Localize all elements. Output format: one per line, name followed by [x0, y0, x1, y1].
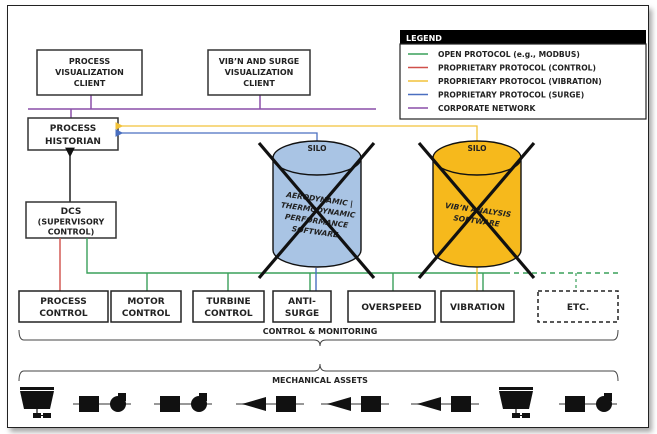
mechanical-assets-label: MECHANICAL ASSETS — [272, 376, 368, 385]
legend-item: PROPRIETARY PROTOCOL (CONTROL) — [408, 64, 596, 73]
anti-surge-box[interactable]: ANTI-SURGE — [272, 290, 332, 323]
legend: LEGEND OPEN PROTOCOL (e.g., MODBUS) PROPR… — [399, 30, 647, 120]
etc-box[interactable]: ETC. — [537, 290, 619, 323]
compressor-motor-icon — [321, 396, 389, 412]
controller-label: VIBRATION — [450, 303, 505, 313]
legend-label: OPEN PROTOCOL (e.g., MODBUS) — [438, 50, 580, 59]
legend-label: PROPRIETARY PROTOCOL (CONTROL) — [438, 64, 596, 73]
silo-header: SILO — [307, 144, 326, 153]
silo-header: SILO — [467, 144, 486, 153]
controller-label: ETC. — [567, 303, 589, 313]
vibration-box[interactable]: VIBRATION — [440, 290, 515, 323]
legend-label: CORPORATE NETWORK — [438, 104, 536, 113]
legend-item: PROPRIETARY PROTOCOL (VIBRATION) — [408, 77, 602, 86]
mill-icon — [499, 387, 533, 418]
legend-label: PROPRIETARY PROTOCOL (VIBRATION) — [438, 77, 602, 86]
motor-pump-icon — [73, 393, 131, 412]
controller-label: ANTI-SURGE — [285, 297, 319, 319]
surge-protocol-link-historian — [115, 129, 318, 142]
open-protocol-bus — [86, 238, 618, 291]
corporate-network — [28, 95, 376, 118]
compressor-motor-icon — [236, 396, 304, 412]
overspeed-box[interactable]: OVERSPEED — [347, 290, 436, 323]
controller-label: OVERSPEED — [361, 303, 421, 313]
legend-label: PROPRIETARY PROTOCOL (SURGE) — [438, 91, 584, 100]
silo-vibration-analysis-software[interactable]: SILOVIB’N ANALYSISSOFTWARE — [417, 140, 536, 280]
mechanical-assets-row — [20, 387, 617, 418]
cross-out-icon — [417, 141, 536, 280]
vibration-protocol-link-historian — [115, 122, 478, 142]
legend-item: CORPORATE NETWORK — [408, 104, 536, 113]
compressor-motor-icon — [411, 396, 479, 412]
motor-pump-icon — [559, 393, 617, 412]
legend-item: OPEN PROTOCOL (e.g., MODBUS) — [408, 50, 580, 59]
legend-header-bar — [400, 30, 646, 44]
mill-icon — [20, 387, 54, 418]
cross-out-icon — [257, 141, 376, 280]
motor-pump-icon — [154, 393, 212, 412]
control-monitoring-label: CONTROL & MONITORING — [263, 327, 378, 336]
legend-box — [399, 43, 647, 120]
control-monitoring-brace: CONTROL & MONITORING — [18, 327, 619, 347]
legend-item: PROPRIETARY PROTOCOL (SURGE) — [408, 91, 584, 100]
legend-title: LEGEND — [406, 34, 442, 43]
mechanical-assets-brace: MECHANICAL ASSETS — [18, 363, 619, 385]
